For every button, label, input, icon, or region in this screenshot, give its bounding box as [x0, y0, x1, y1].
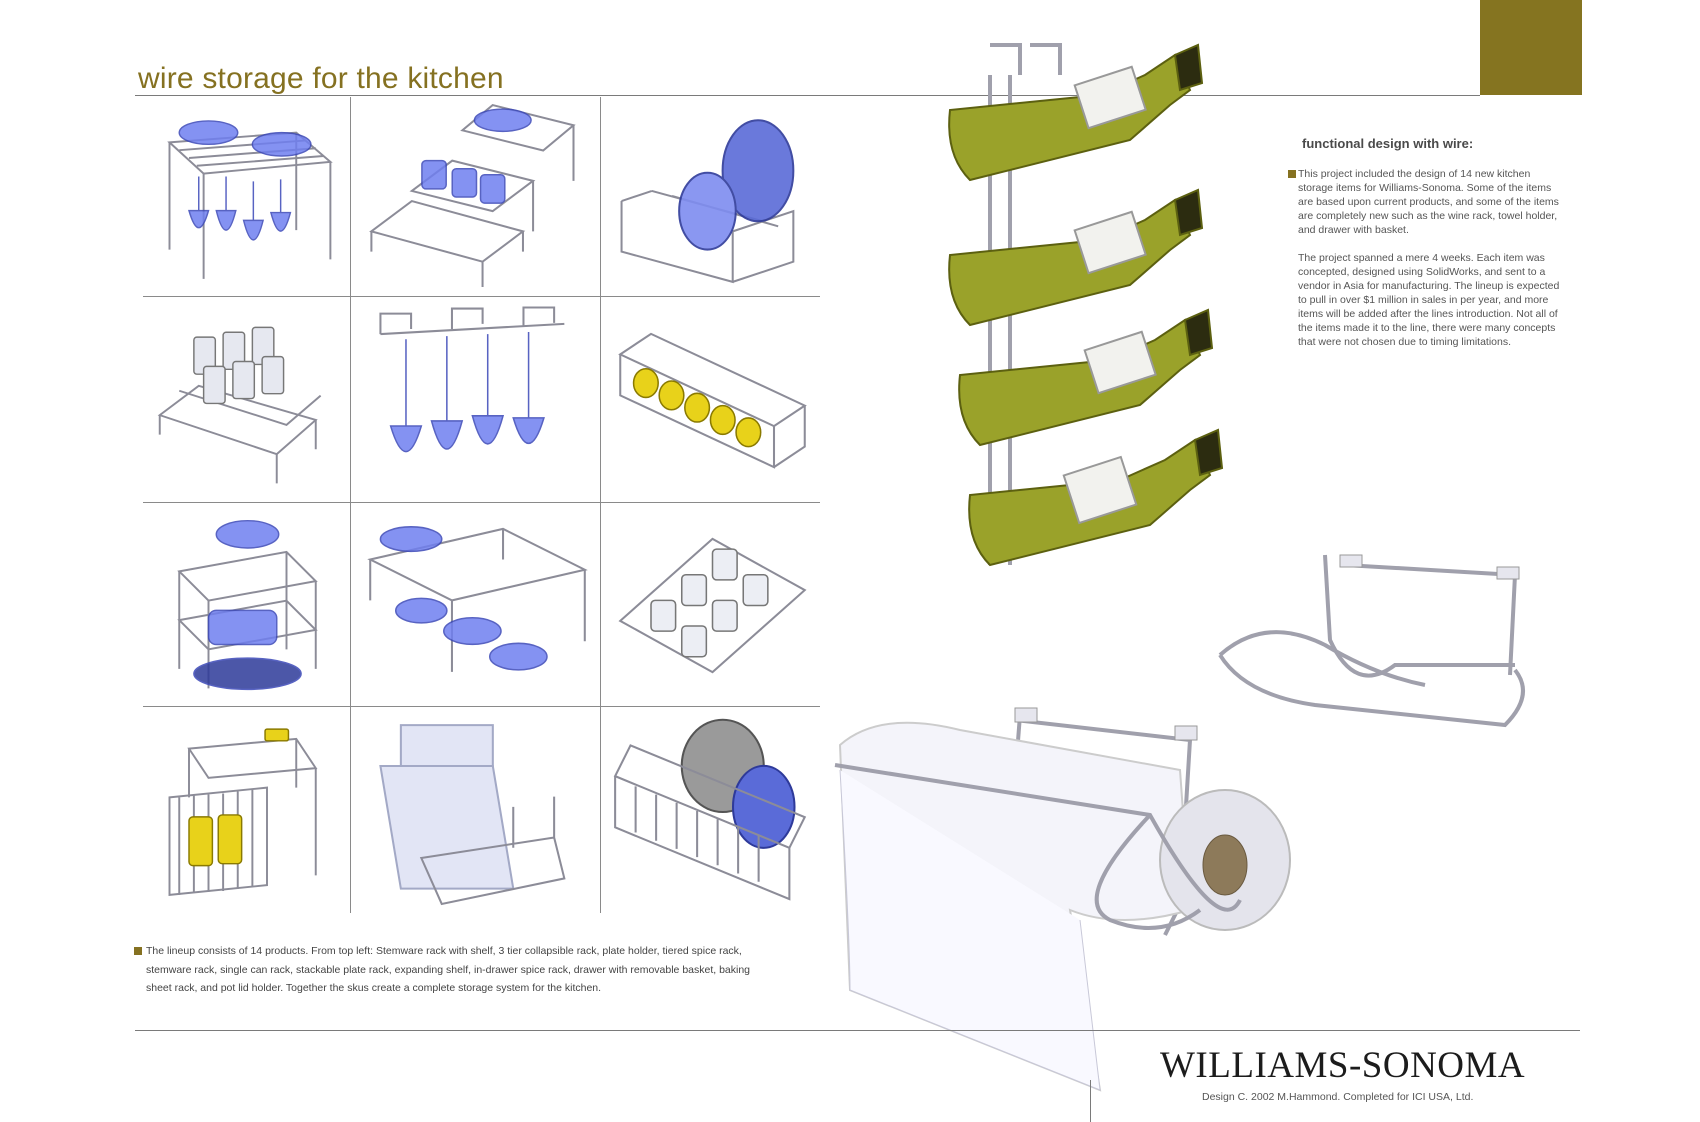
drawer-with-basket-icon	[168, 728, 318, 896]
paper-towel-holder-image	[820, 690, 1320, 1100]
credit-line: Design C. 2002 M.Hammond. Completed for …	[1202, 1091, 1474, 1103]
pot-lid-holder-icon	[613, 718, 807, 901]
in-drawer-spice-rack-icon	[618, 537, 807, 674]
section-heading: functional design with wire:	[1302, 136, 1474, 151]
product-tiered-spice-rack	[150, 303, 345, 498]
grid-divider	[350, 97, 351, 913]
description-paragraph: The project spanned a mere 4 weeks. Each…	[1298, 252, 1560, 348]
page-title: wire storage for the kitchen	[138, 62, 504, 95]
grid-divider	[143, 296, 820, 297]
grid-divider	[143, 502, 820, 503]
grid-divider	[143, 706, 820, 707]
bottom-rule	[135, 1030, 1580, 1031]
product-expanding-shelf	[360, 508, 595, 703]
product-in-drawer-spice-rack	[610, 508, 815, 703]
brand-logo: WILLIAMS-SONOMA	[1160, 1045, 1526, 1086]
bullet-marker	[134, 947, 142, 955]
product-baking-sheet-rack	[360, 712, 595, 912]
wine-rack-image	[930, 35, 1260, 625]
product-stemware-rack	[360, 303, 595, 498]
top-rule	[135, 95, 1480, 96]
product-pot-lid-holder	[610, 712, 815, 912]
tiered-spice-rack-icon	[157, 326, 322, 484]
product-stemware-rack-with-shelf	[150, 100, 345, 292]
description-paragraph: This project included the design of 14 n…	[1298, 168, 1559, 236]
stemware-rack-icon	[379, 306, 565, 453]
accent-block	[1480, 0, 1582, 95]
grid-divider	[600, 97, 601, 913]
expanding-shelf-icon	[367, 526, 588, 672]
bullet-marker	[1288, 170, 1296, 178]
product-three-tier-collapsible-rack	[360, 100, 595, 292]
paper-towel-holder-icon	[834, 707, 1291, 1092]
towel-holder-icon	[1218, 554, 1525, 728]
product-single-can-rack	[610, 303, 815, 498]
stemware-rack-with-shelf-icon	[167, 120, 333, 279]
plate-holder-icon	[620, 119, 795, 284]
wine-rack-icon	[948, 43, 1224, 567]
lineup-caption: The lineup consists of 14 products. From…	[146, 945, 751, 994]
stackable-plate-rack-icon	[177, 519, 318, 691]
product-plate-holder	[610, 100, 815, 292]
towel-holder-image	[1205, 545, 1545, 765]
product-drawer-with-basket	[150, 712, 345, 912]
three-tier-collapsible-rack-icon	[369, 103, 576, 287]
single-can-rack-icon	[618, 332, 807, 469]
product-stackable-plate-rack	[150, 508, 345, 703]
baking-sheet-rack-icon	[379, 724, 566, 906]
bottom-divider	[1090, 1080, 1091, 1122]
